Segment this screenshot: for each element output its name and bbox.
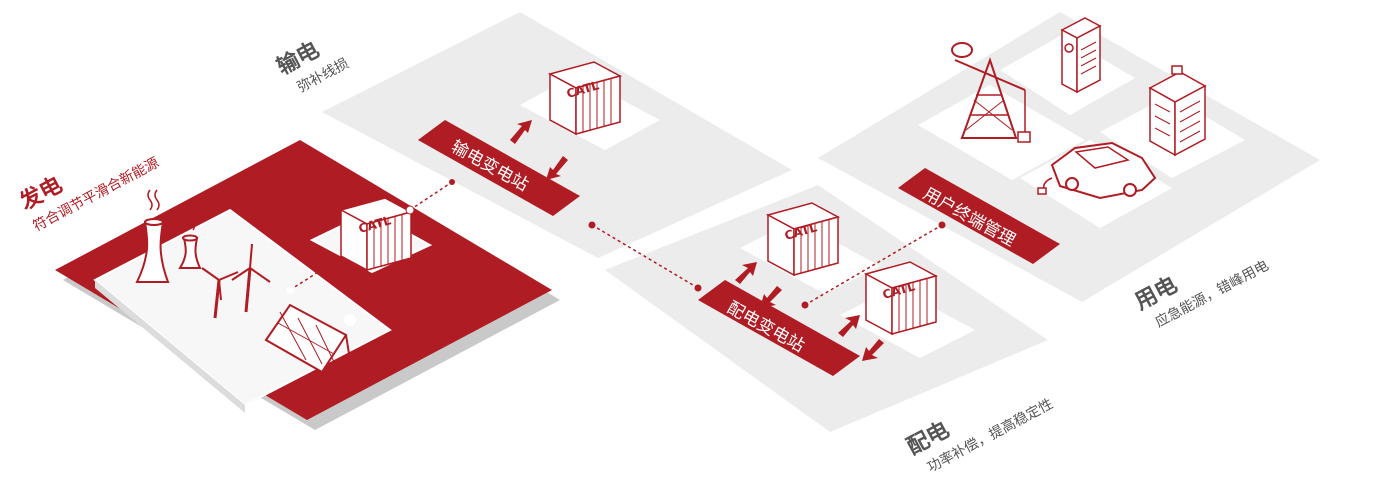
generation-label: 发电 符合调节平滑合新能源 <box>15 154 162 235</box>
oil-derrick-icon <box>951 42 1031 143</box>
solar-panel-icon <box>264 303 351 391</box>
wind-turbine-icon <box>201 243 271 319</box>
generation-battery: CATL <box>309 197 433 274</box>
connector-lines <box>289 181 943 306</box>
transmission-label: 输电 弥补线损 <box>273 37 352 96</box>
distribution-arrows <box>735 262 884 361</box>
transmission-platform: CATL <box>322 12 792 258</box>
electric-car-icon <box>1037 141 1157 200</box>
generation-platform <box>55 140 560 430</box>
distribution-platform: CATL CATL <box>605 185 1048 432</box>
connector-dots <box>286 179 946 326</box>
cooling-tower-icon <box>135 189 202 283</box>
office-building-icon <box>1148 65 1207 157</box>
hospital-building-icon <box>1060 17 1102 94</box>
transmission-arrows <box>510 120 568 180</box>
